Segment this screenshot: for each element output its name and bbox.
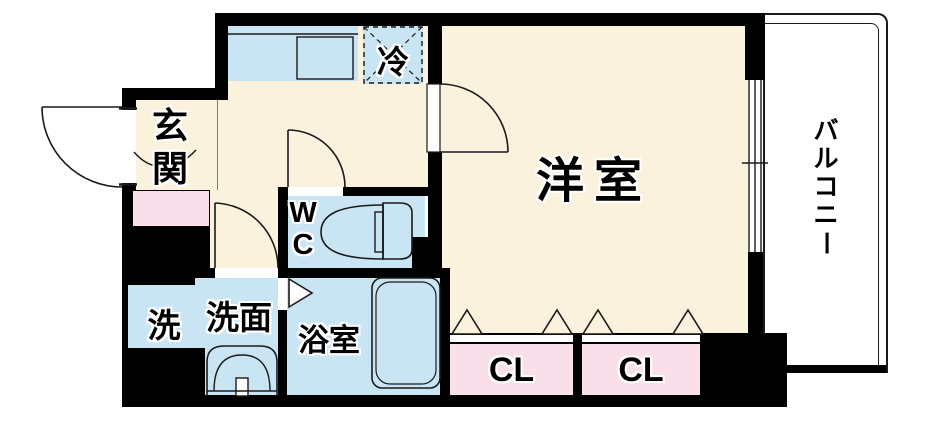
closet-1-track [450,333,573,344]
wall-closet-right-block [700,333,787,407]
closet-2 [582,343,700,395]
sliding-window-icon [742,80,768,252]
wall-left-upper [122,98,136,110]
closet-door-triangles [450,308,705,335]
toilet-icon [320,202,413,260]
label-western-room: 洋室 [535,155,652,208]
label-washer: 洗 [147,307,181,344]
refrigerator-dashed-icon [363,26,423,84]
wall-bath-right [440,268,450,407]
wall-right-top [745,13,765,80]
wall-genkan-top [122,88,228,100]
balcony-char-4: ニ [813,201,839,229]
label-washroom: 洗面 [206,299,272,336]
wall-left-shoebox [122,190,132,227]
balcony-char-5: ー [811,230,840,256]
kitchen-sink-icon [296,36,354,80]
label-bathroom: 浴室 [298,323,360,358]
shoe-cabinet [132,190,210,227]
washroom-threshold [215,268,278,278]
genkan-step-line [217,100,218,190]
balcony-bottom-wall [787,365,886,373]
wall-closet-divider [573,333,582,395]
wall-top [215,13,765,26]
wall-wc-top [343,187,442,196]
room-wc [287,196,425,268]
wall-wc-notch [412,237,440,268]
label-balcony: バ ル コ ニ ー [807,117,845,257]
label-closet-1: CL [488,351,535,389]
entrance-door-icon [41,106,137,188]
wall-wc-left [278,187,288,278]
wall-bottom [122,395,787,407]
closet-1 [450,343,573,395]
wall-kitchen-left [215,13,228,100]
label-genkan: 玄 関 [150,104,190,190]
room-corridor [210,187,278,268]
balcony-char-1: バ [813,117,839,145]
bath-door-triangle [288,277,314,309]
wc-char-2: C [292,229,314,261]
room-western [440,26,752,335]
wall-bath-top [278,268,450,278]
wall-left-mid [122,183,136,192]
washroom-door-icon [214,202,279,269]
wall-right-mid [748,252,763,335]
genkan-char-1: 玄 [151,105,188,146]
balcony-char-3: コ [813,173,839,201]
wall-threshold-stub [205,268,215,278]
washer-space [128,285,195,348]
wall-washer-top [122,277,195,285]
room-bathroom [287,278,440,395]
wc-char-1: W [289,197,317,229]
label-closet-2: CL [618,351,664,389]
genkan-char-2: 関 [151,148,188,189]
wall-divider-upper [428,26,442,84]
balcony-outline [763,13,888,373]
wall-bath-left [278,310,287,395]
balcony-inner-line [763,23,879,373]
bathtub-icon [371,277,441,389]
kitchen-counter [227,26,358,81]
balcony-char-2: ル [813,145,839,173]
entrance-door-gap [120,110,136,183]
wc-door-gap [288,187,343,196]
western-door-icon [426,83,509,153]
bath-door-gap [278,278,287,310]
wc-door-icon [287,129,346,188]
wall-left-chunk [122,227,210,278]
label-wc: W C [286,197,320,261]
room-genkan [134,100,228,190]
label-refrigerator: 冷 [376,44,409,80]
genkan-step-marker [133,149,197,185]
washbasin-icon [206,345,278,397]
wall-left-lower [122,278,128,350]
closet-2-track [582,333,700,344]
